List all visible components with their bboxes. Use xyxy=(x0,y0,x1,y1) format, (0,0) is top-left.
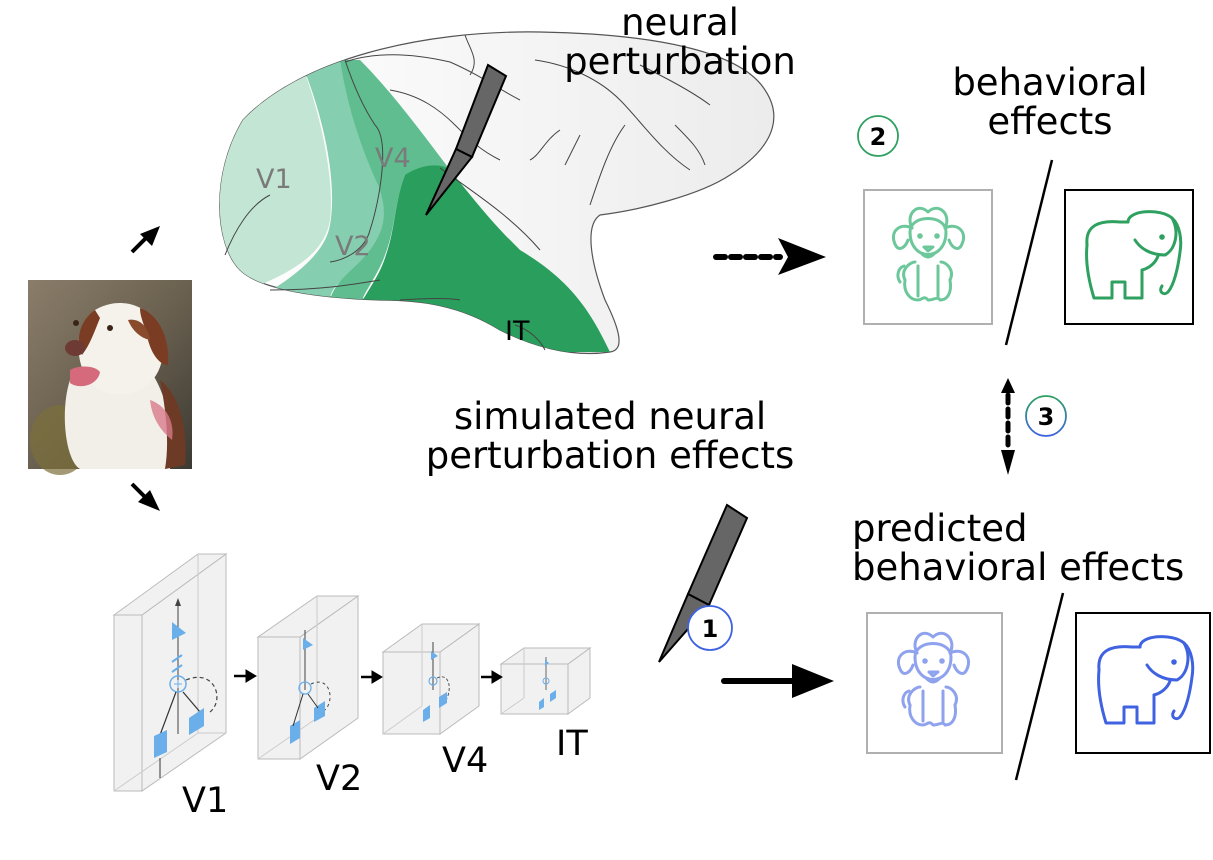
neural-perturbation-label: neural perturbation xyxy=(555,1,805,83)
elephant-icon xyxy=(1097,635,1195,725)
dog-icon xyxy=(891,206,966,302)
badge-1: 1 xyxy=(687,605,733,651)
electrode-icon xyxy=(425,63,508,216)
comparison-double-arrow-icon xyxy=(1001,378,1015,475)
solid-arrow-icon xyxy=(721,664,834,698)
brain-area-v4 xyxy=(330,60,450,305)
predicted-elephant-card xyxy=(1075,612,1211,754)
predicted-behavioral-label: predicted behavioral effects xyxy=(852,507,1185,589)
neural-perturbation-line2: perturbation xyxy=(564,39,796,83)
input-dog-photo xyxy=(28,280,192,475)
brain-sulci xyxy=(224,34,711,351)
divider-slash xyxy=(1014,592,1065,781)
neural-perturbation-line1: neural xyxy=(621,1,739,44)
layer-arrow-icon xyxy=(234,669,503,684)
badge-1-number: 1 xyxy=(702,615,719,643)
brain-label-v4: V4 xyxy=(375,143,411,174)
divider-slash xyxy=(1004,159,1054,346)
dog-icon xyxy=(896,631,971,727)
model-unit-circuit-v4 xyxy=(423,642,450,722)
model-unit-circuit-it xyxy=(539,657,556,710)
badge-3-number: 3 xyxy=(1038,403,1055,431)
observed-elephant-card xyxy=(1064,189,1194,325)
model-network: V1 V2 V4 IT xyxy=(112,553,592,821)
simulated-perturbation-line1: simulated neural xyxy=(453,395,767,438)
model-unit-circuit-v1 xyxy=(154,598,218,778)
model-layer-it-box xyxy=(499,647,592,715)
model-label-it: IT xyxy=(556,724,588,764)
elephant-icon xyxy=(1085,210,1183,300)
dashed-arrow-icon xyxy=(713,238,826,275)
model-layer-v1-box xyxy=(112,553,228,792)
simulated-perturbation-line2: perturbation effects xyxy=(425,433,795,477)
observed-dog-card xyxy=(863,189,993,325)
model-unit-circuit-v2 xyxy=(290,630,331,744)
brain-label-v1: V1 xyxy=(256,164,292,195)
model-layer-v4-box xyxy=(381,623,481,735)
arrow-to-brain-icon xyxy=(130,226,160,254)
brain-area-v2 xyxy=(255,60,385,300)
behavioral-effects-label: behavioral effects xyxy=(930,61,1170,143)
predicted-dog-card xyxy=(866,612,1003,754)
behavioral-effects-line2: effects xyxy=(987,99,1113,143)
arrow-to-model-icon xyxy=(130,482,160,511)
simulated-perturbation-label: simulated neural perturbation effects xyxy=(410,395,810,477)
model-layer-v2-box xyxy=(256,595,360,760)
model-label-v1: V1 xyxy=(182,781,228,821)
behavioral-effects-line1: behavioral xyxy=(952,61,1148,104)
brain-label-v2: V2 xyxy=(335,231,371,262)
model-label-v2: V2 xyxy=(316,759,362,799)
predicted-behavioral-line1: predicted xyxy=(852,507,1028,550)
predicted-behavioral-line2: behavioral effects xyxy=(852,545,1185,589)
badge-3: 3 xyxy=(1025,395,1067,437)
model-label-v4: V4 xyxy=(442,741,488,781)
badge-2: 2 xyxy=(857,115,899,157)
brain-label-it: IT xyxy=(505,316,530,347)
badge-2-number: 2 xyxy=(870,123,887,151)
